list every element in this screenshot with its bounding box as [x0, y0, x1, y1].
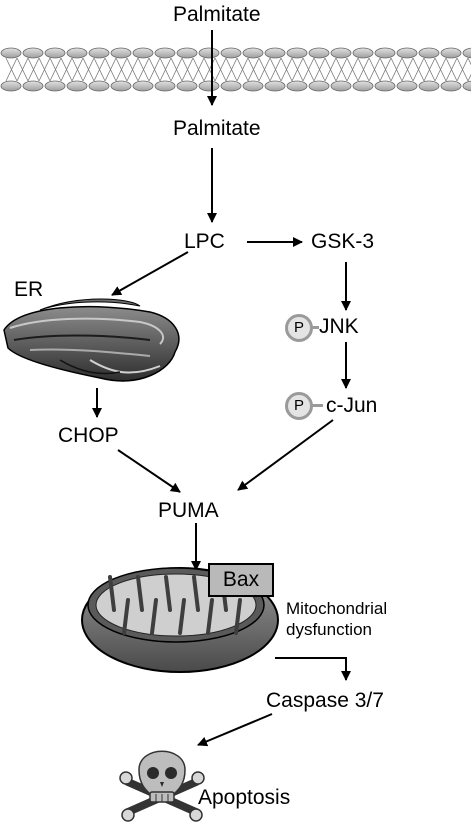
phospho-cjun-icon: P [285, 392, 313, 420]
cell-membrane [0, 47, 471, 92]
label-palmitate-outside: Palmitate [173, 3, 261, 26]
phospho-jnk-icon: P [285, 314, 313, 342]
label-mitochondrial-dysfunction: Mitochondrial dysfunction [286, 599, 388, 640]
er-organelle [3, 298, 180, 382]
skull-crossbones-icon [119, 750, 205, 822]
label-chop: CHOP [58, 424, 119, 447]
arrow-cjun-puma [237, 419, 334, 491]
arrow-chop-puma [117, 449, 181, 493]
label-lpc: LPC [184, 230, 225, 253]
label-er: ER [14, 278, 44, 301]
phospho-cjun-bond [311, 404, 323, 407]
label-puma: PUMA [158, 499, 219, 522]
label-caspase: Caspase 3/7 [266, 689, 384, 712]
bax-box: Bax [208, 563, 274, 597]
label-c-jun: c-Jun [326, 394, 378, 417]
arrow-lpc-er [111, 251, 189, 296]
label-apoptosis: Apoptosis [198, 786, 291, 809]
label-palmitate-inside: Palmitate [173, 117, 261, 140]
label-gsk3: GSK-3 [311, 230, 375, 253]
arrow-mito-caspase [275, 657, 351, 681]
arrow-caspase-apoptosis [197, 713, 273, 747]
phospho-jnk-bond [311, 326, 319, 329]
label-jnk: JNK [319, 315, 359, 338]
